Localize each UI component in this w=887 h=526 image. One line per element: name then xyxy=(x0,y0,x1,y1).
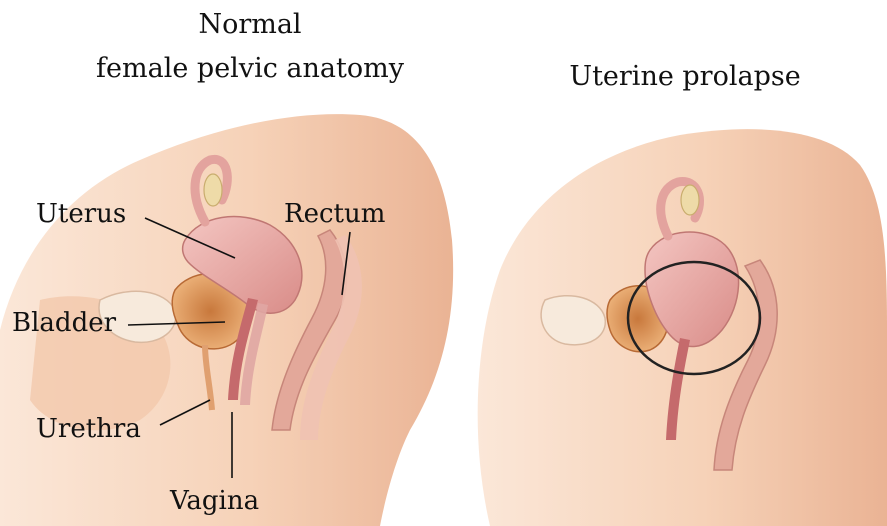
right-ovary xyxy=(681,185,699,215)
left-ovary xyxy=(204,174,222,206)
normal-anatomy-title-line-2: female pelvic anatomy xyxy=(80,52,420,86)
label-vagina: Vagina xyxy=(170,486,259,516)
label-bladder: Bladder xyxy=(12,308,116,338)
normal-anatomy-title-line-1: Normal xyxy=(150,8,350,42)
label-rectum: Rectum xyxy=(284,199,385,229)
label-urethra: Urethra xyxy=(36,414,141,444)
label-uterus: Uterus xyxy=(36,199,126,229)
prolapse-illustration xyxy=(478,129,887,526)
prolapse-title: Uterine prolapse xyxy=(545,60,825,94)
